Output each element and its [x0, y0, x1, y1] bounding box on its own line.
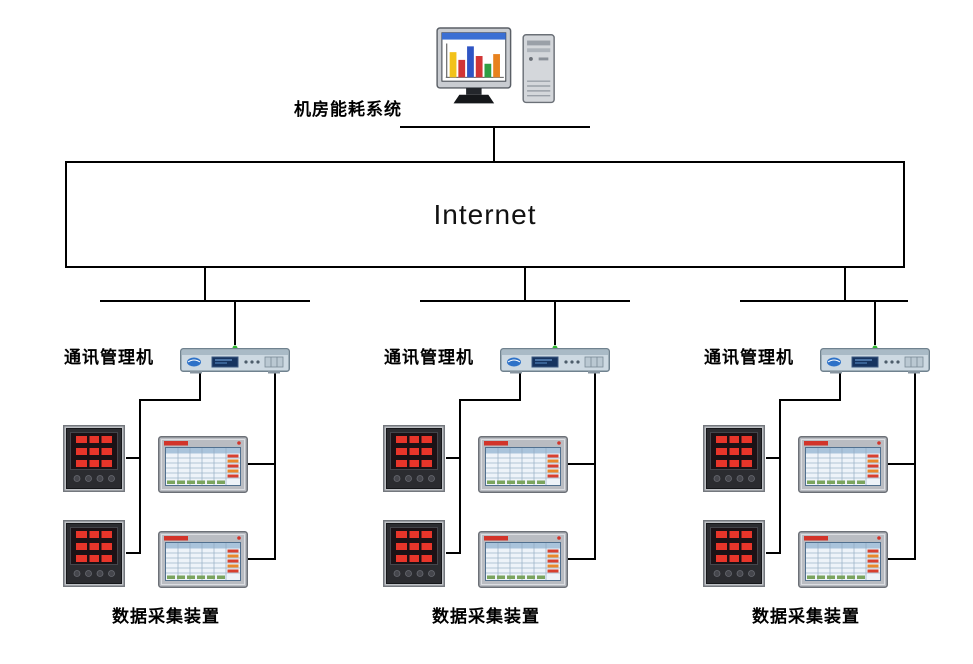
touch-panel-icon: [478, 436, 568, 493]
power-meter-icon: [383, 520, 445, 587]
touch-panel-icon: [158, 436, 248, 493]
touch-panel-icon: [798, 531, 888, 588]
power-meter-icon: [383, 425, 445, 492]
touch-panel-icon: [478, 531, 568, 588]
comm-manager-label: 通讯管理机: [704, 348, 794, 368]
comm-manager-label: 通讯管理机: [64, 348, 154, 368]
collector-label: 数据采集装置: [112, 607, 220, 627]
collector-label: 数据采集装置: [432, 607, 540, 627]
touch-panel-icon: [798, 436, 888, 493]
comm-manager-device-icon: [500, 344, 610, 374]
comm-manager-device-icon: [820, 344, 930, 374]
power-meter-icon: [703, 425, 765, 492]
touch-panel-icon: [158, 531, 248, 588]
power-meter-icon: [703, 520, 765, 587]
internet-node: Internet: [65, 161, 905, 268]
power-meter-icon: [63, 520, 125, 587]
internet-label: Internet: [433, 198, 537, 230]
power-meter-icon: [63, 425, 125, 492]
collector-label: 数据采集装置: [752, 607, 860, 627]
energy-system-label: 机房能耗系统: [294, 100, 402, 120]
comm-manager-label: 通讯管理机: [384, 348, 474, 368]
comm-manager-device-icon: [180, 344, 290, 374]
desktop-computer-icon: [436, 27, 562, 116]
